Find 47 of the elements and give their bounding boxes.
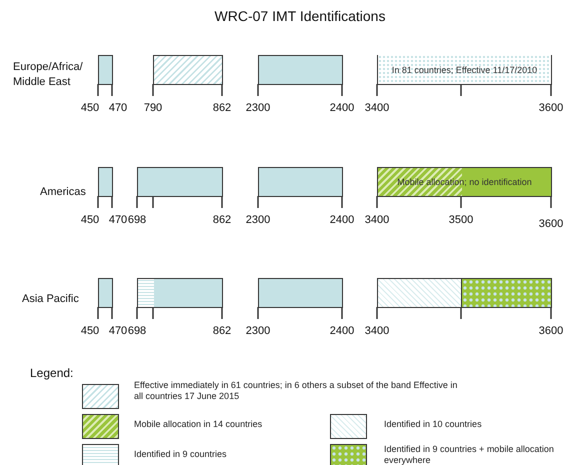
frequency-tick-label: 450 — [80, 325, 100, 337]
frequency-tick-label: 2300 — [246, 325, 270, 337]
frequency-tick-label: 470 — [108, 214, 128, 226]
frequency-tick-label: 3400 — [364, 102, 390, 114]
frequency-tick-label: 862 — [212, 102, 232, 114]
region-label: Asia Pacific — [22, 292, 80, 307]
frequency-tick-label: 790 — [144, 102, 162, 114]
frequency-band — [258, 55, 343, 85]
frequency-tick-label: 3600 — [538, 218, 564, 230]
frequency-tick-label: 2300 — [246, 102, 270, 114]
legend-text: Identified in 10 countries — [384, 419, 483, 430]
frequency-tick-label: 698 — [128, 325, 146, 337]
frequency-band — [137, 167, 223, 197]
frequency-tick-label: 470 — [108, 325, 128, 337]
frequency-band — [98, 278, 113, 308]
frequency-band — [98, 167, 113, 197]
frequency-tick-label: 470 — [108, 102, 128, 114]
frequency-band — [258, 278, 343, 308]
legend-heading: Legend: — [30, 366, 74, 380]
frequency-tick-label: 3600 — [538, 102, 564, 114]
frequency-tick-label: 2300 — [246, 214, 270, 226]
frequency-band — [98, 55, 113, 85]
frequency-band — [137, 278, 223, 308]
legend-text: Effective immediately in 61 countries; in 6 others a subset of the band Effective in all countries 17 June 2015 — [134, 380, 458, 402]
legend-text: Identified in 9 countries + mobile allocation everywhere — [384, 444, 555, 465]
frequency-tick-label: 2400 — [330, 102, 354, 114]
frequency-tick-label: 2400 — [330, 325, 354, 337]
frequency-tick-label: 450 — [80, 102, 100, 114]
frequency-tick-label: 698 — [128, 214, 146, 226]
frequency-tick-label: 3500 — [448, 214, 474, 226]
frequency-tick-label: 862 — [212, 325, 232, 337]
frequency-tick-label: 3600 — [538, 325, 564, 337]
frequency-tick-label: 3400 — [364, 325, 390, 337]
frequency-tick-label: 862 — [212, 214, 232, 226]
diagram-title: WRC-07 IMT Identifications — [214, 8, 386, 24]
frequency-band — [377, 278, 462, 308]
region-label: Europe/Africa/ Middle East — [13, 60, 84, 90]
frequency-band — [461, 278, 552, 308]
frequency-tick-label: 3400 — [364, 214, 390, 226]
frequency-band: In 81 countries; Effective 11/17/2010 — [377, 55, 552, 85]
legend-text: Identified in 9 countries — [134, 449, 228, 460]
legend-text: Mobile allocation in 14 countries — [134, 419, 264, 430]
frequency-tick-label: 450 — [80, 214, 100, 226]
frequency-band — [153, 55, 223, 85]
frequency-band — [258, 167, 343, 197]
frequency-tick-label: 2400 — [330, 214, 354, 226]
region-label: Americas — [40, 185, 87, 200]
